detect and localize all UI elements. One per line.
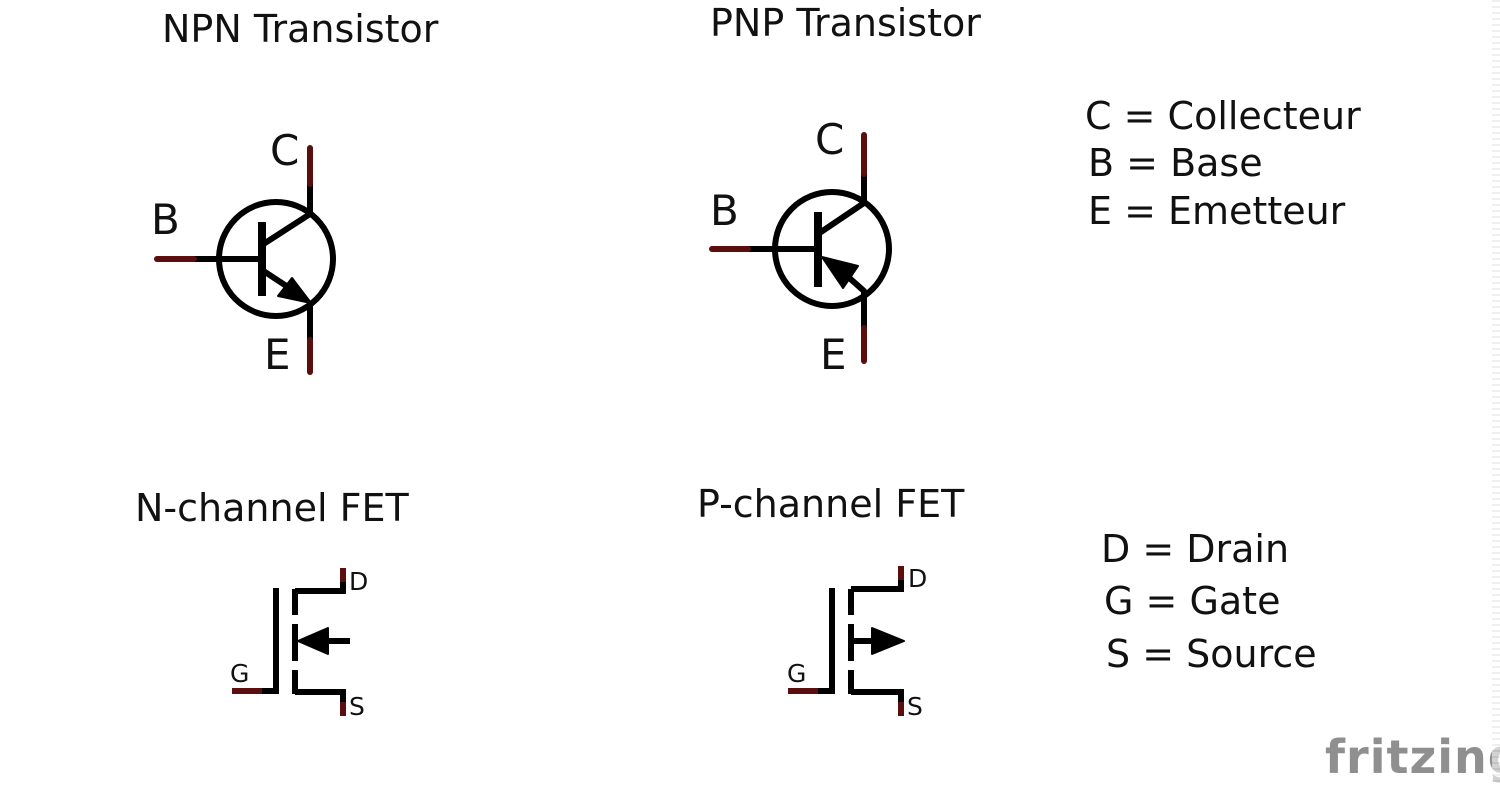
- npn-emitter-label: E: [264, 330, 291, 379]
- nfet-drain-lead: [295, 582, 346, 594]
- npn-title: NPN Transistor: [162, 7, 439, 51]
- nfet-gate-label: G: [230, 659, 250, 688]
- nfet-symbol: [232, 568, 350, 716]
- pnp-collector-label: C: [815, 115, 845, 164]
- pnp-emitter-label: E: [820, 330, 847, 379]
- pfet-symbol: [788, 566, 905, 716]
- nfet-source-label: S: [349, 692, 365, 721]
- pfet-gate-label: G: [787, 659, 807, 688]
- pfet-arrow: [871, 627, 905, 655]
- fritzing-wordmark: fritzing: [1325, 730, 1500, 784]
- legend-source: S = Source: [1106, 632, 1317, 676]
- pnp-base-label: B: [710, 186, 739, 235]
- legend-drain: D = Drain: [1101, 527, 1290, 571]
- legend-collector: C = Collecteur: [1085, 94, 1361, 138]
- nfet-title: N-channel FET: [135, 486, 409, 530]
- legend-base: B = Base: [1088, 141, 1263, 185]
- legend-gate: G = Gate: [1104, 579, 1281, 623]
- pnp-symbol: [709, 132, 892, 364]
- pfet-source-lead: [851, 689, 904, 702]
- pfet-title: P-channel FET: [697, 482, 965, 526]
- pfet-drain-lead: [851, 580, 904, 592]
- npn-collector-diag: [259, 211, 313, 248]
- npn-collector-label: C: [270, 126, 300, 175]
- pnp-emitter-arrow: [821, 256, 859, 289]
- pfet-drain-label: D: [908, 564, 928, 593]
- npn-base-label: B: [151, 195, 180, 244]
- nfet-source-lead: [295, 689, 346, 702]
- nfet-arrow: [297, 627, 329, 655]
- npn-emitter-arrow: [277, 277, 312, 304]
- pnp-title: PNP Transistor: [710, 1, 981, 45]
- pnp-collector-diag: [815, 200, 867, 237]
- pfet-source-label: S: [907, 692, 923, 721]
- npn-symbol: [154, 145, 336, 375]
- legend-emitter: E = Emetteur: [1088, 189, 1346, 233]
- nfet-drain-label: D: [349, 567, 369, 596]
- right-edge-strip: [1492, 0, 1500, 786]
